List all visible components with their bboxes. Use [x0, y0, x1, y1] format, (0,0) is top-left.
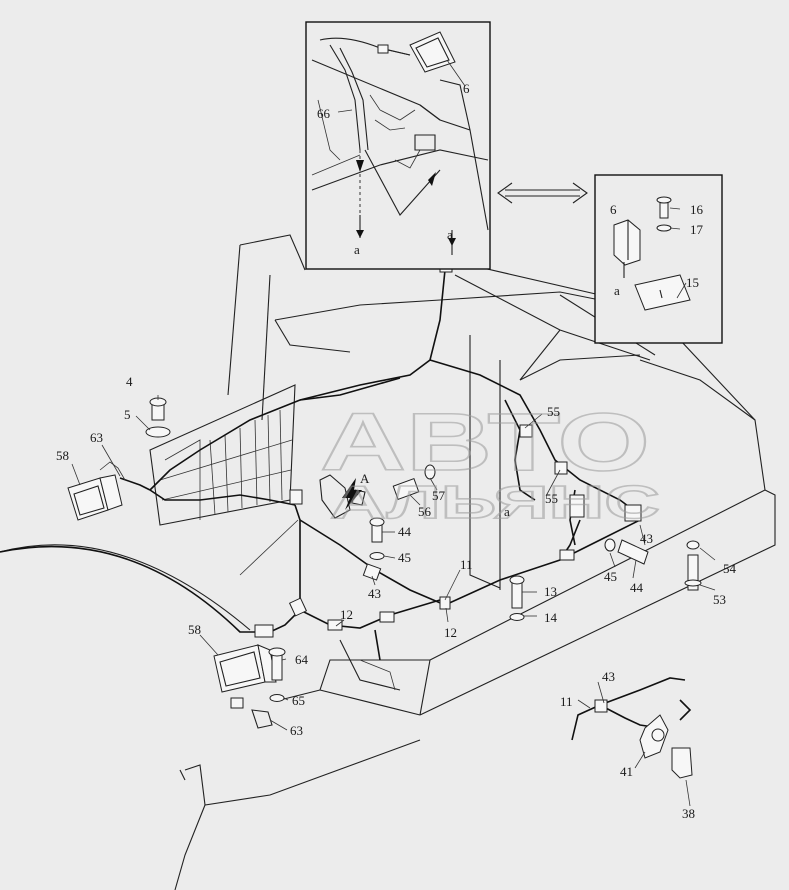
label-4: 4	[126, 374, 133, 389]
label-63-left: 63	[90, 430, 103, 445]
label-44-center: 44	[398, 524, 412, 539]
work-lamp-left	[67, 397, 171, 521]
label-57: 57	[432, 488, 446, 503]
label-15: 15	[686, 275, 699, 290]
label-12-left: 12	[340, 607, 353, 622]
label-55-top: 55	[547, 404, 560, 419]
watermark-line1: АВТО	[320, 397, 650, 488]
label-58-left: 58	[56, 448, 69, 463]
label-66: 66	[317, 106, 331, 121]
label-44-right: 44	[630, 580, 644, 595]
label-58-bottom: 58	[188, 622, 201, 637]
reference-letters: a a a a A	[354, 227, 620, 519]
label-5: 5	[124, 407, 131, 422]
letter-a-inset-right: a	[447, 227, 453, 242]
label-17: 17	[690, 222, 704, 237]
work-lamp-bottom	[213, 644, 286, 729]
letter-a-inset-left: a	[354, 242, 360, 257]
watermark-line2: АЛЬЯНС	[330, 476, 660, 528]
label-11-inset: 11	[560, 694, 573, 709]
label-38: 38	[682, 806, 695, 821]
label-45-center: 45	[398, 550, 411, 565]
double-arrow	[497, 182, 588, 204]
part-labels: 6 66 6 16 17 15 4 5 63 58 55 55 57 56 44…	[56, 81, 737, 821]
label-45-right: 45	[604, 569, 617, 584]
letter-a-detail: a	[614, 283, 620, 298]
label-43-inset: 43	[602, 669, 615, 684]
leader-lines	[71, 59, 716, 807]
letter-a-harness: a	[504, 504, 510, 519]
label-65: 65	[292, 693, 305, 708]
label-6-top: 6	[463, 81, 470, 96]
label-43-right: 43	[640, 531, 653, 546]
label-41: 41	[620, 764, 633, 779]
switch-detail	[571, 677, 693, 779]
label-43-center: 43	[368, 586, 381, 601]
watermark: АВТО АЛЬЯНС	[319, 396, 661, 529]
inset-top-view	[305, 21, 491, 270]
label-53: 53	[713, 592, 726, 607]
label-16: 16	[690, 202, 704, 217]
label-14: 14	[544, 610, 558, 625]
label-6-detail: 6	[610, 202, 617, 217]
label-54: 54	[723, 561, 737, 576]
inset-detail-mount	[594, 174, 723, 344]
label-12-right: 12	[444, 625, 457, 640]
letter-A-view: A	[360, 471, 370, 486]
label-56: 56	[418, 504, 432, 519]
label-63-bottom: 63	[290, 723, 303, 738]
label-13: 13	[544, 584, 557, 599]
wiring-harness	[0, 261, 702, 661]
label-64: 64	[295, 652, 309, 667]
label-55-bottom: 55	[545, 491, 558, 506]
label-11-center: 11	[460, 557, 473, 572]
